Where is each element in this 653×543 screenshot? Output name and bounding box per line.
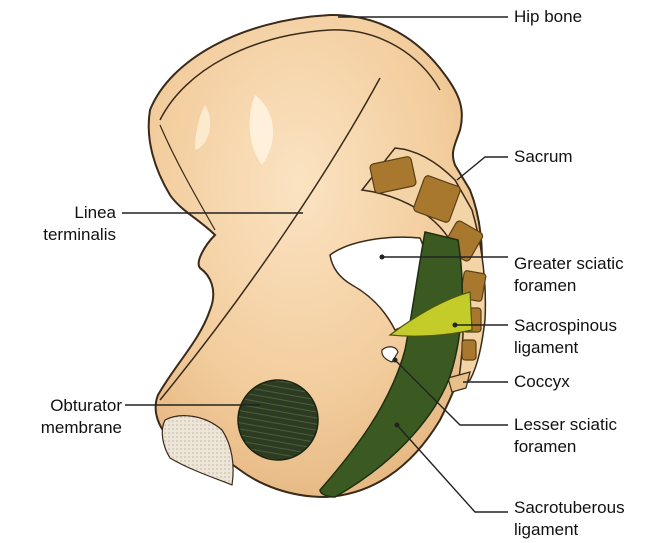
label-sacrotuberous-line1: Sacrotuberous <box>514 497 625 519</box>
label-coccyx-text: Coccyx <box>514 371 570 393</box>
label-obturator-membrane: Obturator membrane <box>16 395 122 439</box>
label-lesser-sciatic-line2: foramen <box>514 436 617 458</box>
label-lesser-sciatic-foramen: Lesser sciatic foramen <box>514 414 617 458</box>
leader-dot-sacrospinous <box>453 323 458 328</box>
leader-dot-greater-sciatic <box>380 255 385 260</box>
label-sacrospinous-line1: Sacrospinous <box>514 315 617 337</box>
label-obturator-line2: membrane <box>16 417 122 439</box>
label-greater-sciatic-line2: foramen <box>514 275 624 297</box>
label-linea-terminalis-line2: terminalis <box>16 224 116 246</box>
label-sacrotuberous-ligament: Sacrotuberous ligament <box>514 497 625 541</box>
label-sacrospinous-line2: ligament <box>514 337 617 359</box>
label-coccyx: Coccyx <box>514 371 570 393</box>
label-linea-terminalis: Linea terminalis <box>16 202 116 246</box>
label-greater-sciatic-foramen: Greater sciatic foramen <box>514 253 624 297</box>
label-linea-terminalis-line1: Linea <box>16 202 116 224</box>
leader-dot-lesser-sciatic <box>393 358 398 363</box>
label-sacrotuberous-line2: ligament <box>514 519 625 541</box>
label-obturator-line1: Obturator <box>16 395 122 417</box>
label-hip-bone-text: Hip bone <box>514 6 582 28</box>
leader-dot-sacrotuberous <box>395 423 400 428</box>
label-greater-sciatic-line1: Greater sciatic <box>514 253 624 275</box>
coccyx-segment <box>462 340 476 360</box>
leader-sacrum <box>457 157 508 180</box>
label-sacrospinous-ligament: Sacrospinous ligament <box>514 315 617 359</box>
label-sacrum-text: Sacrum <box>514 146 573 168</box>
label-sacrum: Sacrum <box>514 146 573 168</box>
label-lesser-sciatic-line1: Lesser sciatic <box>514 414 617 436</box>
label-hip-bone: Hip bone <box>514 6 582 28</box>
